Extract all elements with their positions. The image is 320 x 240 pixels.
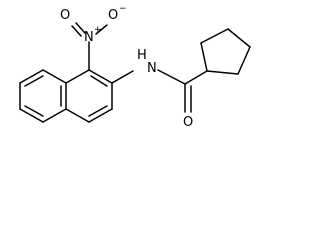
bond	[19, 108, 44, 123]
bond	[227, 28, 251, 48]
bond	[65, 108, 90, 123]
atom-o-nitro-left: O	[60, 8, 70, 23]
atom-label-o: O	[183, 115, 193, 130]
bond	[200, 28, 229, 44]
bond-double-inner	[24, 105, 44, 117]
charge-minus: −	[119, 4, 127, 14]
bond-amide-n-carbonyl-c	[157, 69, 186, 85]
chemical-structure: O N + O − H N O	[19, 4, 251, 130]
bond-ring-amide-n	[111, 70, 134, 84]
atom-label-o: O	[108, 8, 118, 23]
bond	[237, 46, 251, 75]
bond-double-inner	[90, 75, 108, 87]
bond	[88, 108, 113, 123]
bond	[19, 69, 44, 84]
bond-carbonyl-cyclopentyl	[184, 70, 208, 85]
cyclopentane-ring	[200, 28, 251, 75]
bond-n-o-right	[95, 24, 108, 35]
bond	[206, 70, 239, 75]
bond-n-o-left-double	[71, 25, 82, 37]
bond-n-o-left	[75, 22, 86, 34]
atom-n-nitro: N +	[84, 25, 102, 45]
charge-plus: +	[94, 25, 102, 35]
atom-label-o: O	[60, 8, 70, 23]
naphthalene-right-ring	[65, 69, 113, 123]
bond-double-inner	[24, 75, 44, 87]
atom-o-nitro-right: O −	[108, 4, 127, 23]
atom-o-carbonyl: O	[183, 115, 193, 130]
atom-label-h: H	[137, 48, 147, 63]
bond	[200, 42, 208, 72]
bond	[42, 108, 67, 123]
atom-nh-amide: H N	[137, 48, 157, 76]
structure-canvas: O N + O − H N O	[19, 4, 251, 130]
bond	[42, 69, 67, 84]
naphthalene-left-ring	[19, 69, 67, 123]
atom-label-n: N	[147, 61, 157, 76]
bond	[88, 69, 113, 84]
atom-label-n: N	[84, 30, 94, 45]
bond-double-inner	[88, 105, 108, 117]
bond	[65, 69, 90, 84]
